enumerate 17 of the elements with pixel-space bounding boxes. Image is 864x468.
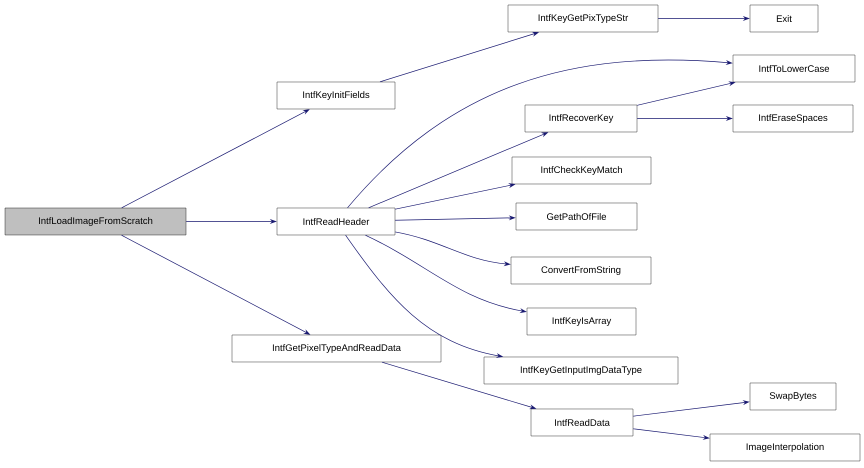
function-box: IntfKeyIsArray xyxy=(526,308,636,336)
function-box: IntfReadData xyxy=(530,408,634,436)
function-box: IntfKeyGetPixTypeStr xyxy=(508,4,658,32)
function-box: IntfReadHeader xyxy=(276,208,396,236)
function-box: IntfEraseSpaces xyxy=(732,104,854,132)
function-box: IntfToLowerCase xyxy=(732,54,856,82)
function-box: IntfKeyInitFields xyxy=(276,82,396,110)
function-box: IntfLoadImageFromScratch xyxy=(4,208,186,236)
function-box: ConvertFromString xyxy=(510,256,652,284)
function-box: SwapBytes xyxy=(750,382,836,410)
function-box: Exit xyxy=(750,4,818,32)
function-box: IntfKeyGetInputImgDataType xyxy=(484,356,678,384)
function-box: IntfRecoverKey xyxy=(524,104,638,132)
function-box: GetPathOfFile xyxy=(516,202,638,230)
function-box: IntfCheckKeyMatch xyxy=(512,156,652,184)
function-box: IntfGetPixelTypeAndReadData xyxy=(232,334,442,362)
function-box: ImageInterpolation xyxy=(710,434,860,462)
